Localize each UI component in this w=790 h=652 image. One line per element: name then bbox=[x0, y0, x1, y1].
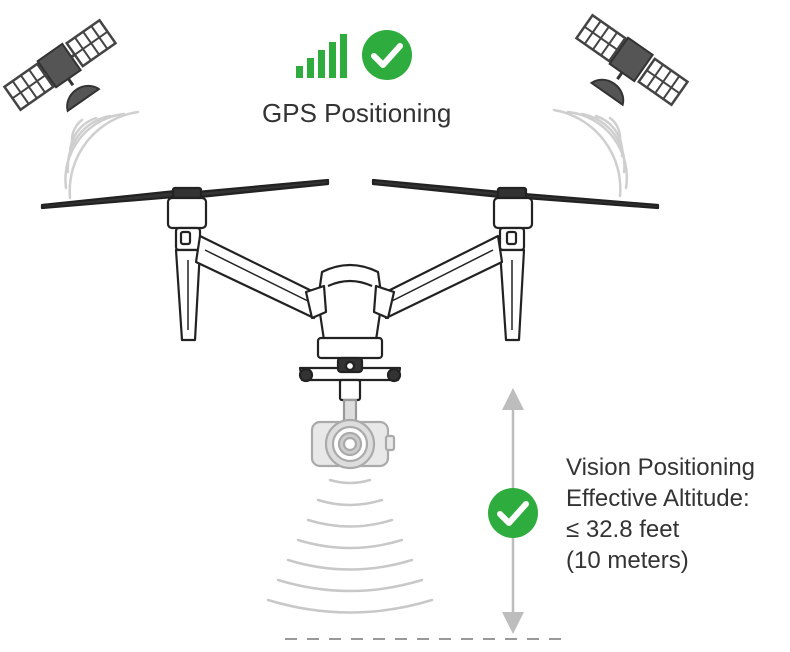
drone-illustration bbox=[40, 178, 660, 470]
signal-strength-icon bbox=[296, 34, 347, 78]
vision-line-feet: ≤ 32.8 feet bbox=[566, 516, 680, 543]
satellite-icon-right bbox=[552, 13, 690, 198]
vision-line-meters: (10 meters) bbox=[566, 547, 689, 574]
vision-checkmark-icon bbox=[488, 488, 538, 538]
satellite-icon-left bbox=[2, 18, 140, 200]
vision-line-title: Vision Positioning bbox=[566, 454, 756, 481]
vision-sensor-waves bbox=[266, 478, 434, 614]
gps-positioning-label: GPS Positioning bbox=[262, 98, 452, 128]
vision-line-altitude-label: Effective Altitude: bbox=[566, 485, 750, 512]
gps-checkmark-icon bbox=[362, 30, 412, 80]
vision-positioning-text: Vision Positioning Effective Altitude: ≤… bbox=[566, 452, 755, 576]
